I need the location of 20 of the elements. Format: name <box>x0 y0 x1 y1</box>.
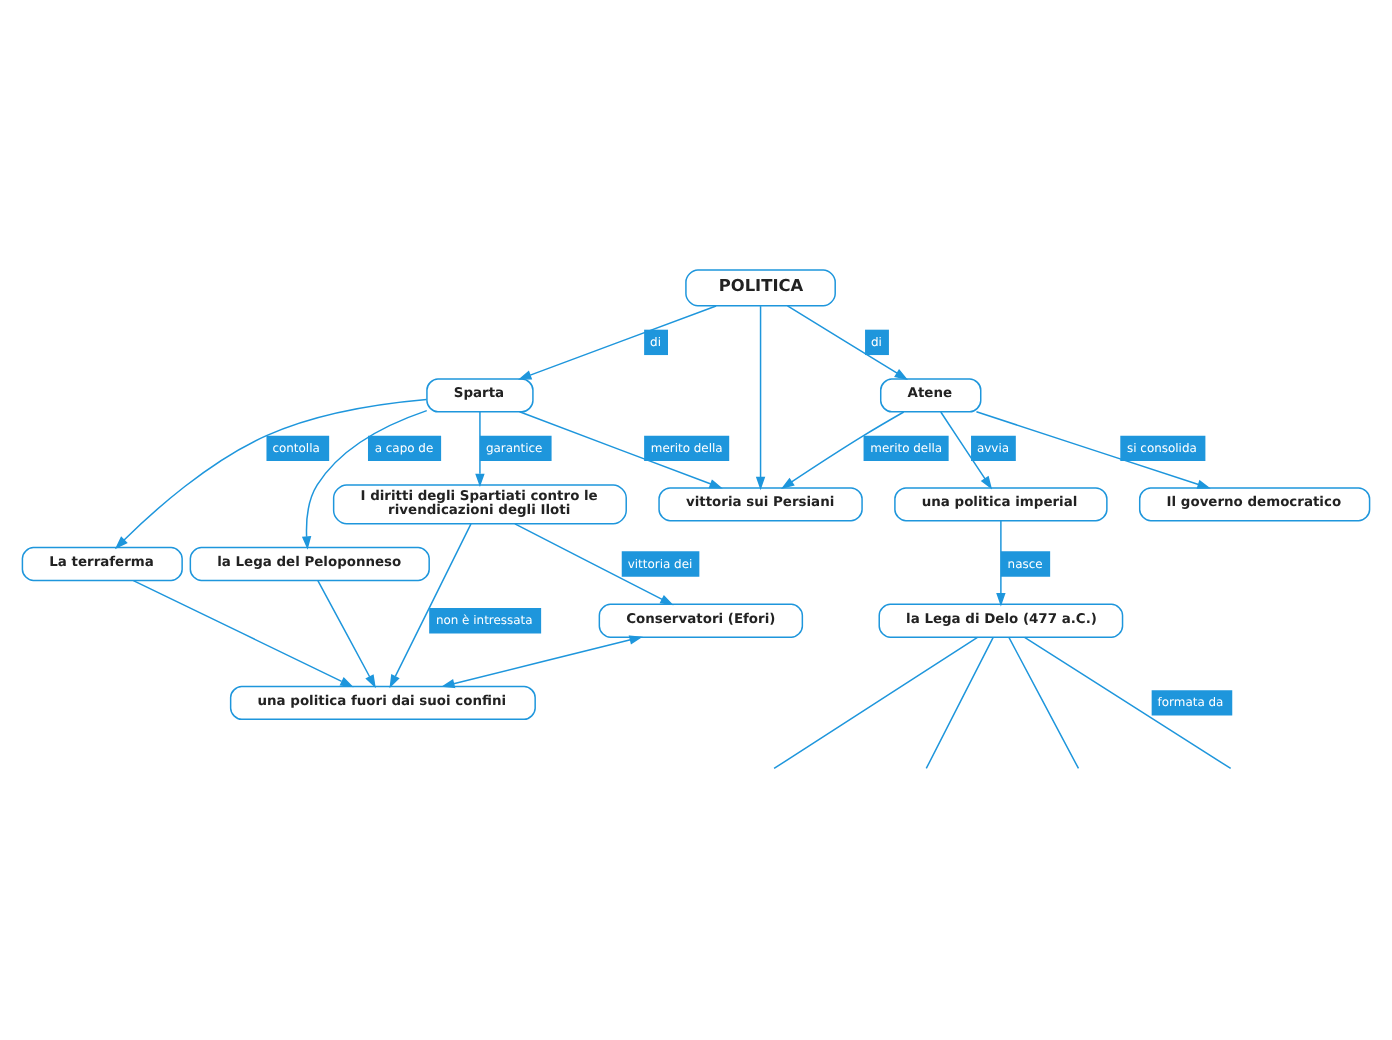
arrow <box>301 409 428 550</box>
arrow <box>786 305 909 380</box>
arrow <box>996 520 1006 607</box>
arrow <box>755 305 766 491</box>
arrow <box>475 411 485 488</box>
arrow <box>114 398 428 550</box>
connector <box>1008 636 1080 770</box>
node-box: POLITICA <box>685 269 836 307</box>
arrow <box>132 579 354 688</box>
arrow <box>518 305 717 380</box>
arrow <box>518 411 723 489</box>
arrow <box>940 411 993 490</box>
connector <box>925 636 994 770</box>
arrow <box>317 579 376 689</box>
arrow <box>514 523 674 606</box>
arrow <box>780 411 905 490</box>
arrow <box>389 523 472 689</box>
connector <box>773 636 979 770</box>
arrow <box>441 635 643 689</box>
arrow <box>975 411 1211 489</box>
